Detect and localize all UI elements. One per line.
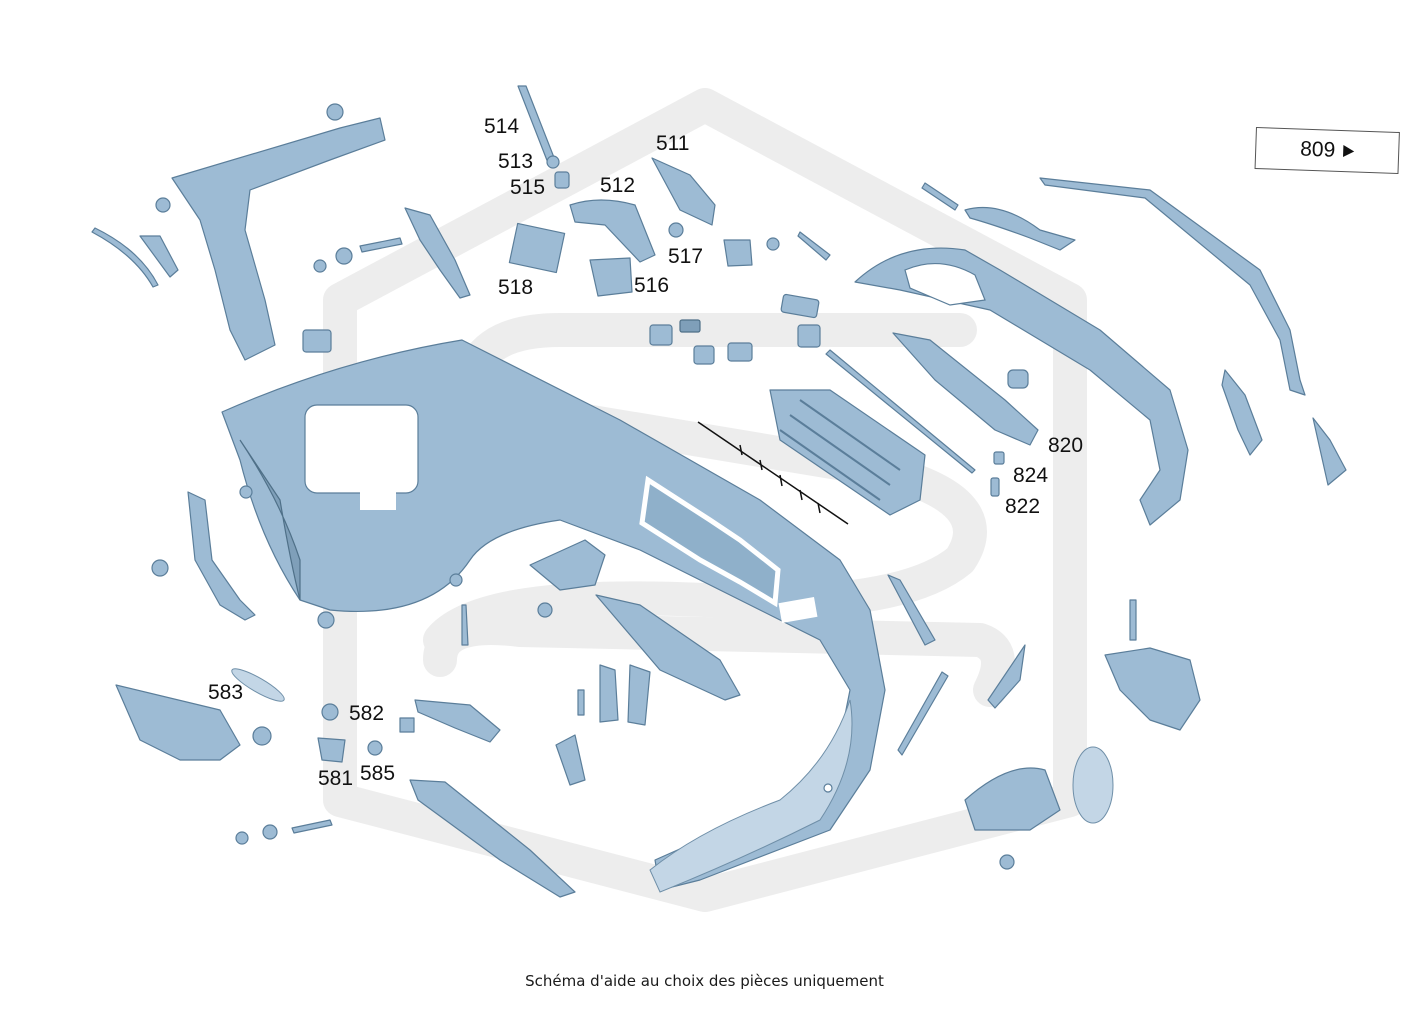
lower-bracket-strip[interactable]: [409, 699, 576, 898]
mounting-bracket-583[interactable]: [115, 664, 287, 761]
connector-group[interactable]: [649, 231, 976, 474]
arrow-right-icon: [1343, 145, 1355, 158]
callout-511: 511: [656, 132, 689, 155]
callout-514: 514: [484, 115, 519, 138]
callout-824: 824: [1013, 464, 1048, 487]
rear-lower-panel[interactable]: [854, 177, 1347, 526]
callout-labels: 514 513 515 511 512 517 518 516 820 824 …: [208, 115, 1083, 790]
callout-820: 820: [1048, 434, 1083, 457]
callout-515: 515: [510, 176, 545, 199]
left-trim-strips[interactable]: [91, 207, 471, 299]
callout-516: 516: [634, 274, 669, 297]
callout-582: 582: [349, 702, 384, 725]
bumper-cover[interactable]: [221, 339, 886, 893]
callout-583: 583: [208, 681, 243, 704]
right-side-parts[interactable]: [887, 574, 1201, 870]
callout-822: 822: [1005, 495, 1040, 518]
fasteners-581-585[interactable]: [235, 703, 415, 845]
diagram-caption: Schéma d'aide au choix des pièces unique…: [525, 972, 884, 990]
callout-512: 512: [600, 174, 635, 197]
reference-809-label: 809: [1299, 137, 1336, 162]
trim-strip-820[interactable]: [892, 332, 1039, 497]
callout-585: 585: [360, 762, 395, 785]
reference-809-link[interactable]: 809: [1254, 127, 1400, 174]
center-lower-parts[interactable]: [449, 539, 741, 786]
sensor-group[interactable]: [508, 85, 780, 297]
callout-581: 581: [318, 767, 353, 790]
callout-513: 513: [498, 150, 533, 173]
diffuser-insert[interactable]: [769, 389, 926, 516]
left-bracket-upper[interactable]: [155, 103, 386, 361]
dimension-line: [697, 421, 849, 525]
callout-518: 518: [498, 276, 533, 299]
left-lower-clips[interactable]: [151, 485, 335, 629]
callout-517: 517: [668, 245, 703, 268]
